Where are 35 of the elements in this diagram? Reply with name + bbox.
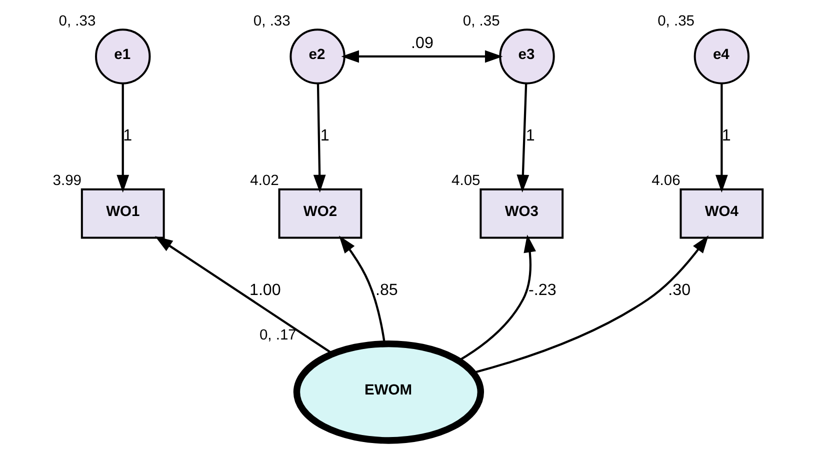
arrow xyxy=(516,83,530,192)
arrow xyxy=(338,236,386,344)
node-box: WO3 xyxy=(480,188,564,239)
node-label: 0, .33 xyxy=(253,13,290,30)
node-label: 4.05 xyxy=(452,173,480,190)
edge-label: 1 xyxy=(320,126,330,145)
node-box: WO1 xyxy=(80,188,165,239)
edge-label: .30 xyxy=(668,280,691,299)
node-label: 0, .35 xyxy=(658,13,694,30)
node-label: 4.06 xyxy=(652,173,680,190)
edge-label: -.23 xyxy=(528,280,556,299)
node-label: 0, .33 xyxy=(58,13,96,30)
edge-label: 1 xyxy=(722,126,731,145)
arrow xyxy=(472,235,709,374)
node-circle: e4 xyxy=(694,28,750,84)
edge-label: .85 xyxy=(375,280,398,299)
arrow xyxy=(341,50,503,63)
arrow xyxy=(116,84,130,193)
edge-label: 1 xyxy=(123,126,132,145)
node-circle: e3 xyxy=(499,28,555,84)
node-label: 3.99 xyxy=(52,173,82,190)
node-circle: e2 xyxy=(290,28,346,84)
node-circle: e1 xyxy=(95,28,151,84)
arrow xyxy=(458,234,536,362)
edge-label: 1 xyxy=(526,126,535,145)
node-box: WO4 xyxy=(680,188,764,239)
arrow xyxy=(313,84,326,193)
node-label: 4.02 xyxy=(250,173,279,190)
node-ellipse: EWOM xyxy=(293,340,484,444)
arrow xyxy=(154,236,334,355)
node-label: 0, .35 xyxy=(462,13,500,30)
node-box: WO2 xyxy=(278,188,362,239)
edge-label: 1.00 xyxy=(250,280,281,299)
edge-label: .09 xyxy=(411,34,434,52)
arrow xyxy=(715,84,728,193)
